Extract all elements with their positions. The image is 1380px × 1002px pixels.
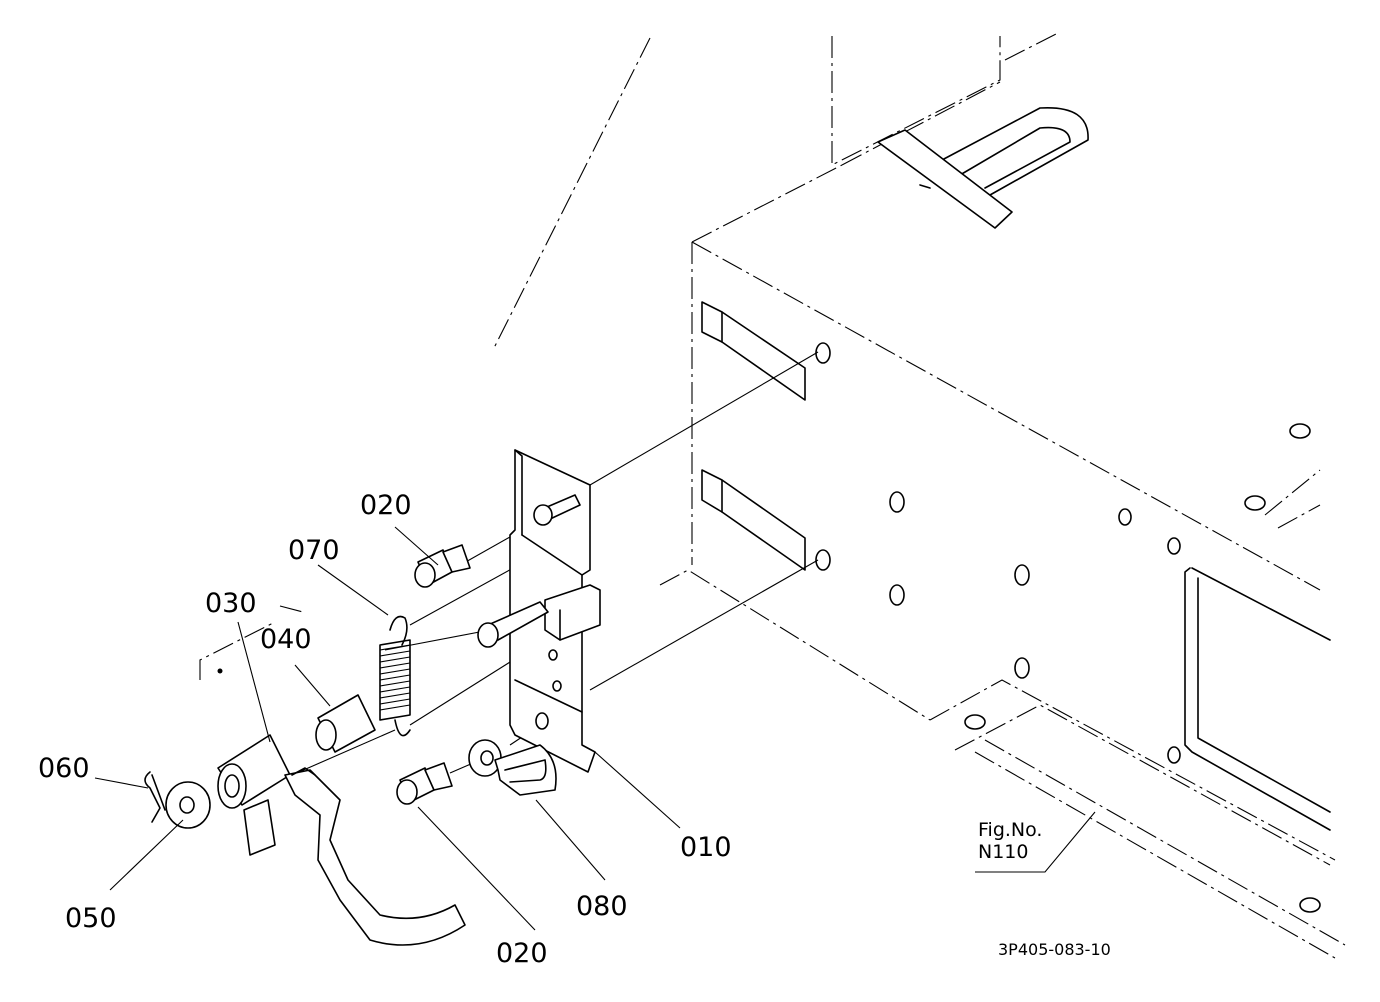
label-060: 060 <box>38 753 90 784</box>
group-bracket-030 <box>199 605 304 680</box>
reference-line <box>492 37 651 351</box>
label-020-top: 020 <box>360 490 412 521</box>
lever-030 <box>217 734 466 946</box>
label-070: 070 <box>288 535 340 566</box>
clamp-080 <box>468 739 557 796</box>
frame-holes <box>815 342 1321 913</box>
document-number: 3P405-083-10 <box>998 940 1111 959</box>
label-030: 030 <box>205 588 257 619</box>
sleeve-040 <box>315 694 376 753</box>
bracket-010 <box>477 449 601 773</box>
figure-reference: Fig.No. N110 <box>978 819 1043 864</box>
figure-reference-line1: Fig.No. <box>978 819 1043 841</box>
label-010: 010 <box>680 832 732 863</box>
frame-window <box>1184 567 1331 831</box>
label-020-bottom: 020 <box>496 938 548 969</box>
bolt-020-bottom <box>396 762 453 805</box>
label-040: 040 <box>260 624 312 655</box>
leader-lines <box>94 526 1096 931</box>
frame-handle <box>877 107 1089 229</box>
bolt-020-top <box>414 544 471 588</box>
figure-reference-line2: N110 <box>978 840 1029 863</box>
label-080: 080 <box>576 891 628 922</box>
label-050: 050 <box>65 903 117 934</box>
cotter-pin-060 <box>144 771 166 823</box>
washer-050 <box>165 781 211 829</box>
spring-070 <box>379 615 411 737</box>
frame-slots <box>701 301 806 571</box>
frame-body <box>659 31 1346 959</box>
